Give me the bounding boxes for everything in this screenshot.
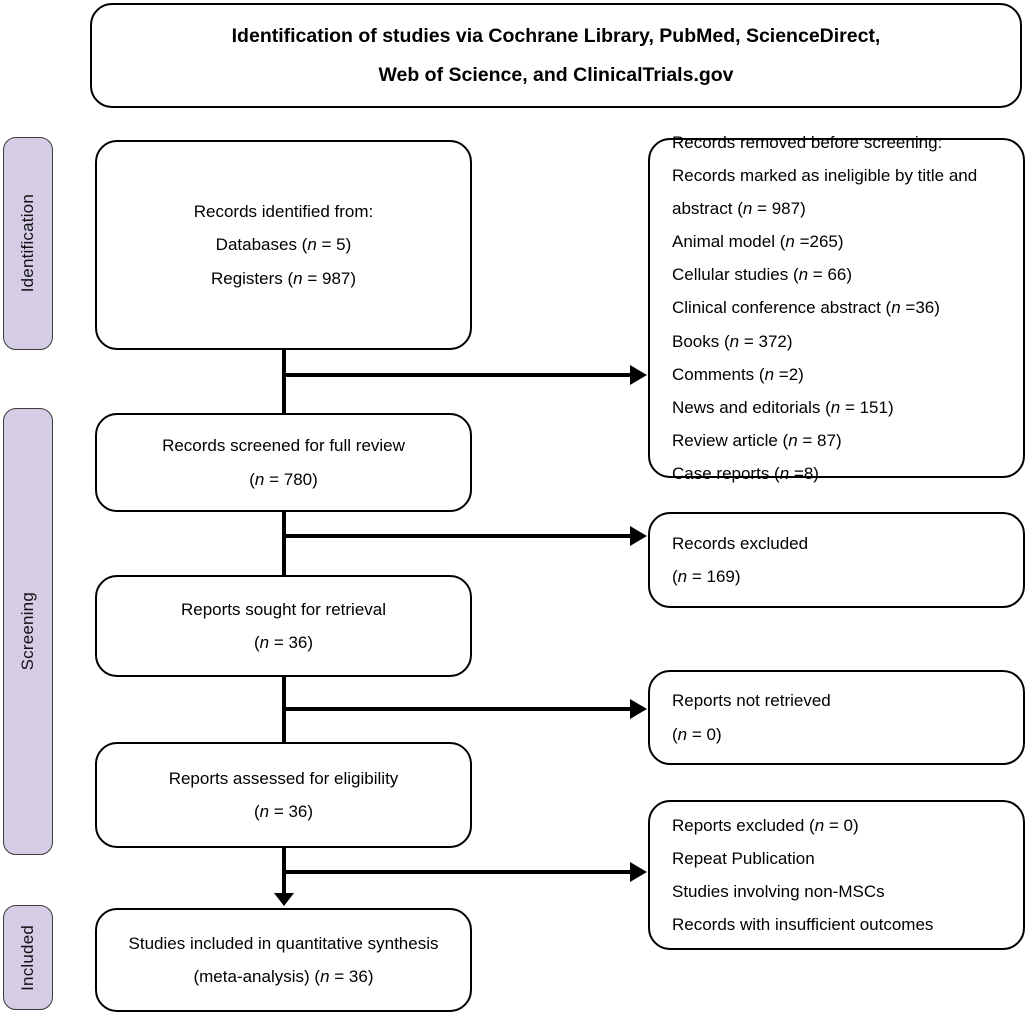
- records-removed-item-4: Cellular studies (n = 66): [672, 265, 853, 285]
- box-studies-included: Studies included in quantitative synthes…: [95, 908, 472, 1012]
- reports-assessed-line-1: Reports assessed for eligibility: [168, 768, 399, 788]
- studies-included-line-1: Studies included in quantitative synthes…: [128, 933, 439, 953]
- box-reports-assessed: Reports assessed for eligibility (n = 36…: [95, 742, 472, 848]
- header-line-1: Identification of studies via Cochrane L…: [231, 24, 881, 47]
- stage-label-identification: Identification: [3, 137, 53, 350]
- records-identified-line-3: Registers (n = 987): [210, 268, 357, 288]
- records-removed-item-1: Records marked as ineligible by title an…: [672, 165, 978, 185]
- box-reports-sought: Reports sought for retrieval (n = 36): [95, 575, 472, 677]
- arrow-down-4: [274, 893, 294, 906]
- reports-sought-line-2: (n = 36): [253, 633, 314, 652]
- connector-horizontal-4: [284, 870, 632, 874]
- records-removed-title: Records removed before screening:: [672, 132, 943, 152]
- reports-not-retrieved-line-1: Reports not retrieved: [672, 691, 831, 711]
- stage-label-screening-text: Screening: [18, 592, 37, 671]
- box-records-excluded: Records excluded (n = 169): [648, 512, 1025, 608]
- connector-horizontal-3: [284, 707, 632, 711]
- connector-horizontal-2: [284, 534, 632, 538]
- reports-excluded-line-2: Repeat Publication: [672, 848, 815, 868]
- records-removed-item-2: abstract (n = 987): [672, 199, 806, 219]
- header-box: Identification of studies via Cochrane L…: [90, 3, 1022, 108]
- records-excluded-line-1: Records excluded: [672, 533, 809, 553]
- reports-excluded-line-4: Records with insufficient outcomes: [672, 915, 934, 935]
- reports-excluded-line-3: Studies involving non-MSCs: [672, 882, 885, 901]
- stage-label-identification-text: Identification: [18, 194, 37, 293]
- records-removed-item-10: Case reports (n =8): [672, 464, 819, 484]
- records-screened-line-1: Records screened for full review: [162, 436, 405, 456]
- box-records-screened: Records screened for full review (n = 78…: [95, 413, 472, 512]
- box-reports-excluded: Reports excluded (n = 0) Repeat Publicat…: [648, 800, 1025, 950]
- box-records-removed: Records removed before screening: Record…: [648, 133, 1025, 483]
- reports-assessed-line-2: (n = 36): [253, 802, 314, 821]
- stage-label-included: Included: [3, 905, 53, 1010]
- reports-excluded-line-1: Reports excluded (n = 0): [672, 815, 859, 835]
- records-removed-item-8: News and editorials (n = 151): [672, 397, 894, 417]
- connector-horizontal-1: [284, 373, 632, 377]
- box-reports-not-retrieved: Reports not retrieved (n = 0): [648, 670, 1025, 765]
- records-excluded-line-2: (n = 169): [672, 567, 741, 586]
- header-line-2: Web of Science, and ClinicalTrials.gov: [378, 63, 734, 86]
- records-removed-item-7: Comments (n =2): [672, 364, 804, 384]
- records-identified-line-2: Databases (n = 5): [215, 235, 352, 255]
- connector-vertical-2: [282, 512, 286, 575]
- stage-label-screening: Screening: [3, 408, 53, 855]
- reports-not-retrieved-line-2: (n = 0): [672, 724, 722, 744]
- records-removed-item-5: Clinical conference abstract (n =36): [672, 298, 940, 318]
- studies-included-line-2: (meta-analysis) (n = 36): [193, 967, 374, 986]
- connector-vertical-1: [282, 350, 286, 413]
- records-removed-item-3: Animal model (n =265): [672, 232, 844, 252]
- reports-sought-line-1: Reports sought for retrieval: [180, 599, 387, 619]
- records-screened-line-2: (n = 780): [249, 469, 318, 489]
- arrow-right-4: [630, 862, 647, 882]
- records-removed-item-6: Books (n = 372): [672, 331, 793, 351]
- records-identified-line-1: Records identified from:: [193, 202, 374, 222]
- box-records-identified: Records identified from: Databases (n = …: [95, 140, 472, 350]
- arrow-right-1: [630, 365, 647, 385]
- arrow-right-3: [630, 699, 647, 719]
- stage-label-included-text: Included: [18, 924, 37, 991]
- records-removed-item-9: Review article (n = 87): [672, 431, 842, 450]
- arrow-right-2: [630, 526, 647, 546]
